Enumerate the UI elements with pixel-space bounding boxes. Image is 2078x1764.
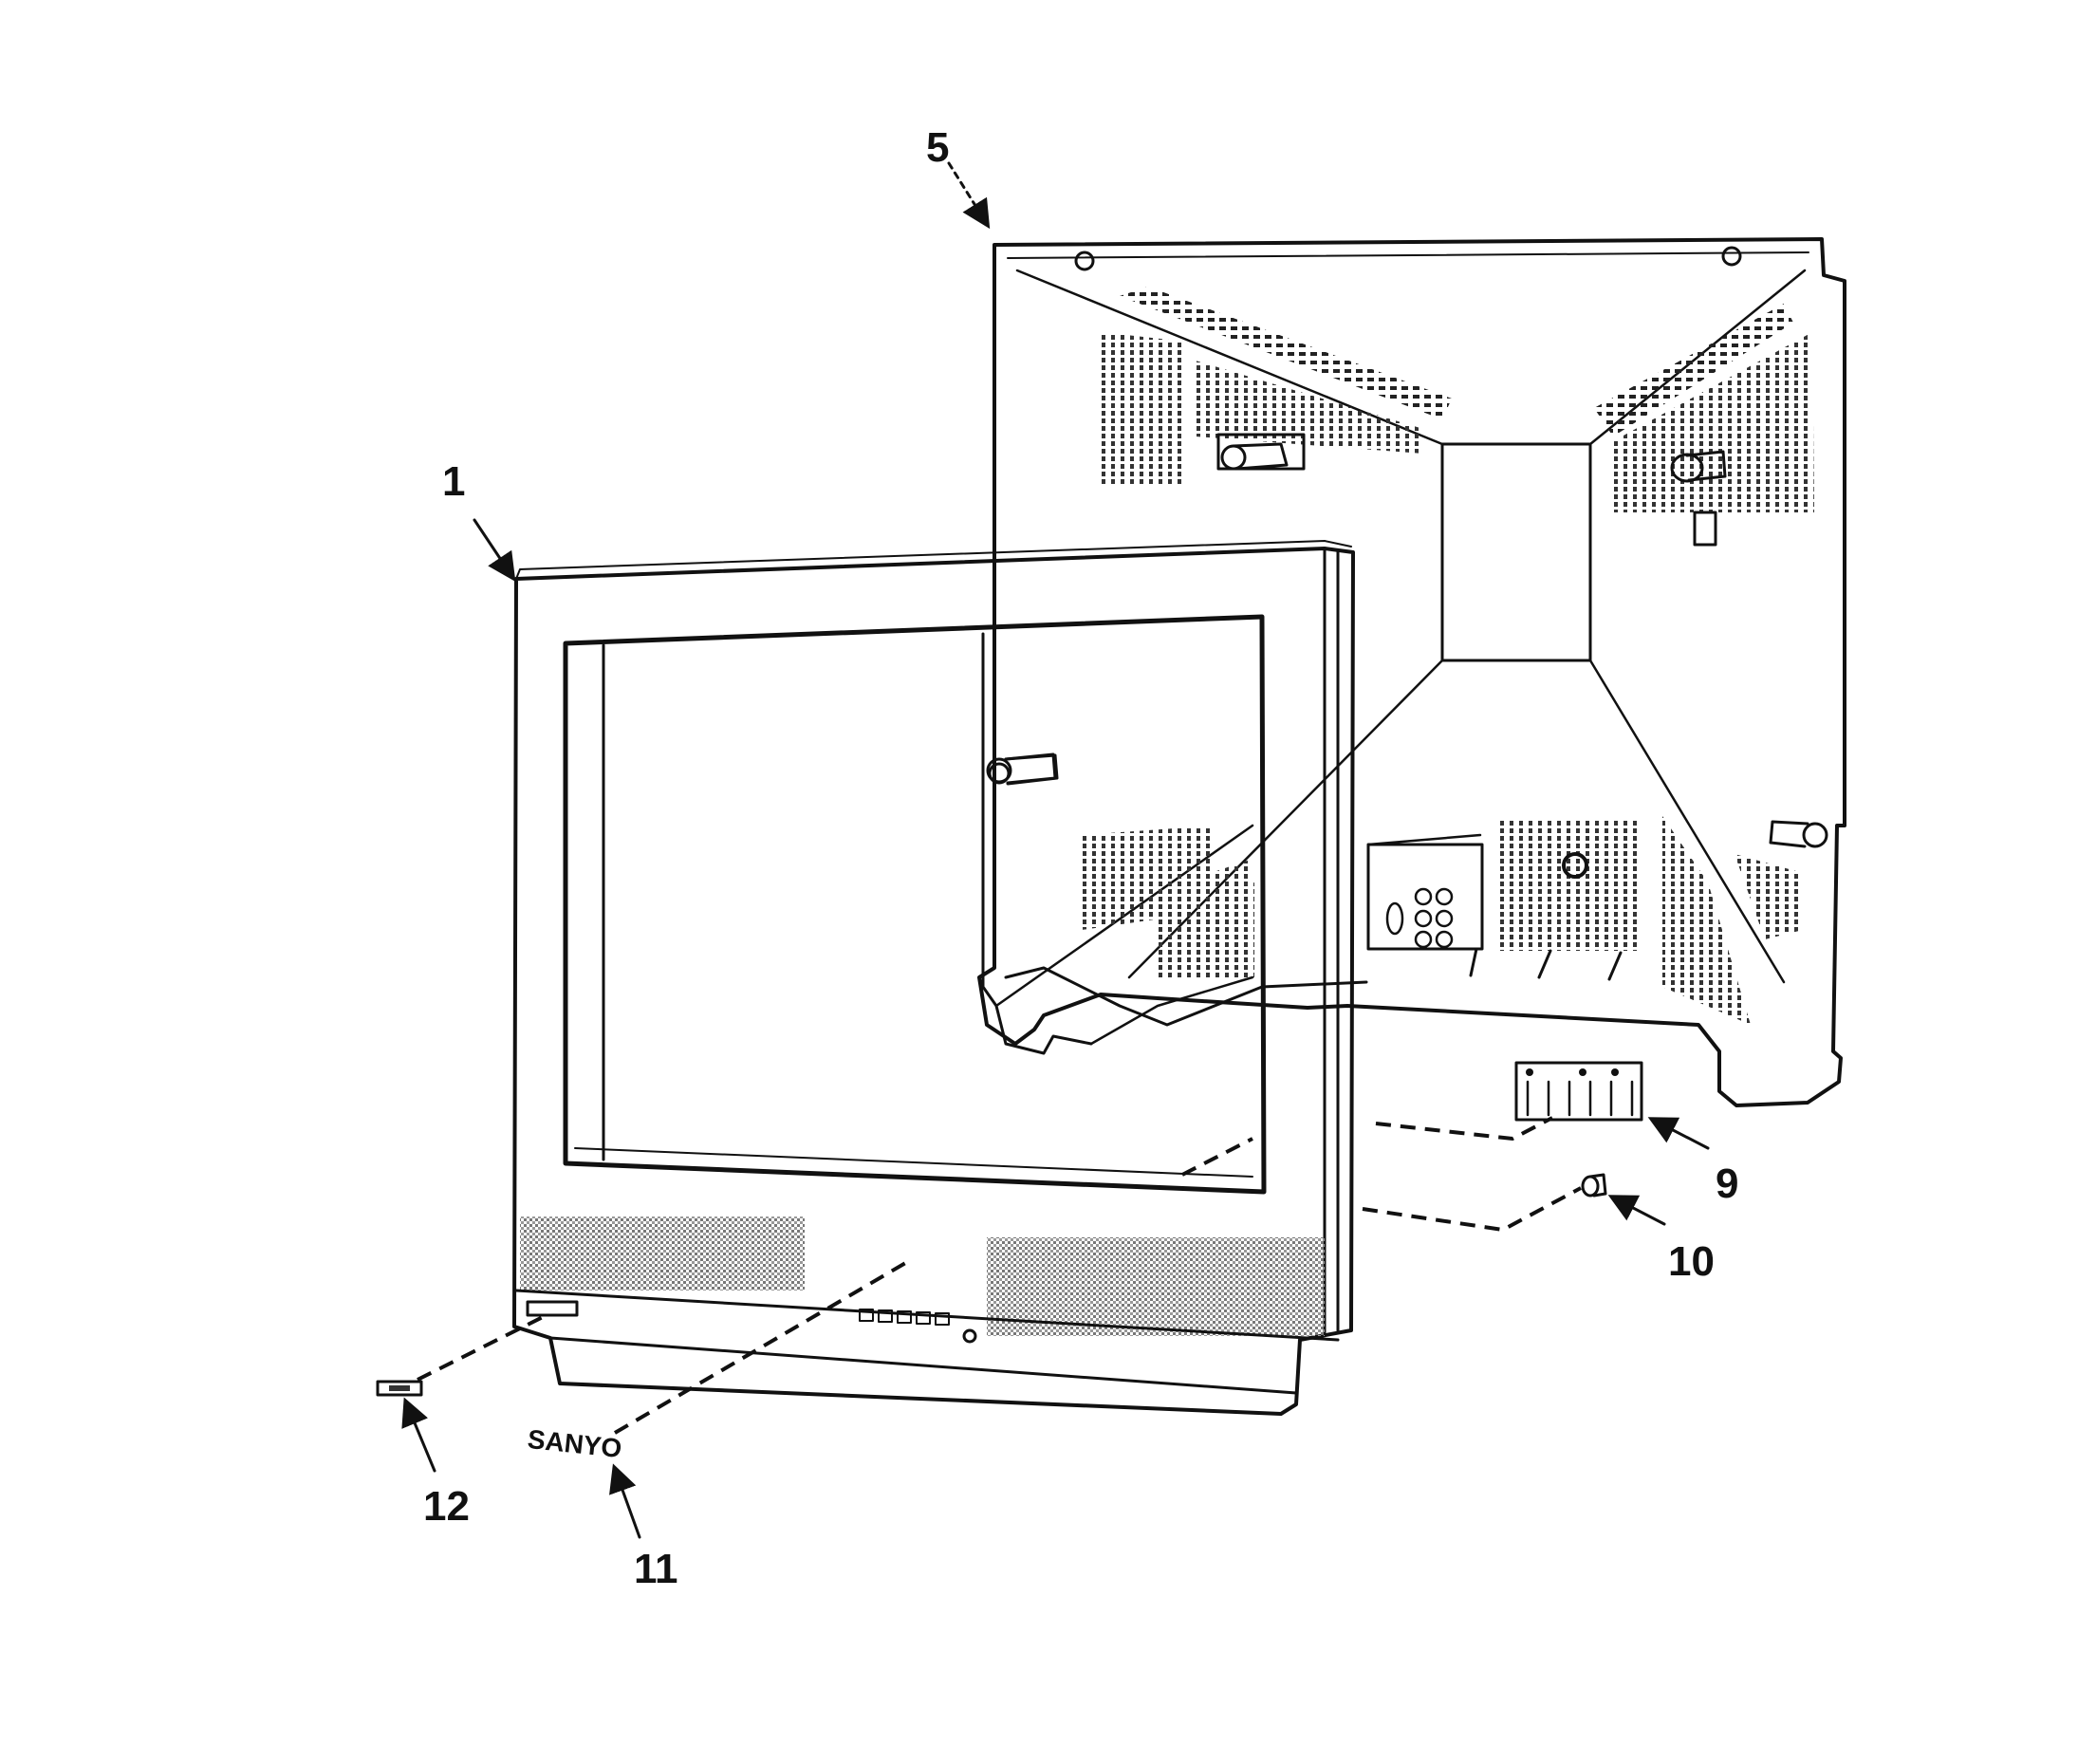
callout-1: 1 — [442, 458, 465, 505]
callout-11: 11 — [634, 1546, 678, 1592]
boss-right — [1670, 450, 1727, 547]
screw — [1581, 1173, 1607, 1198]
control-buttons — [859, 1309, 977, 1344]
boss-lower-right — [1769, 820, 1828, 848]
callout-5: 5 — [926, 124, 949, 171]
assembly-line-11 — [613, 1260, 909, 1435]
front-cabinet — [512, 540, 1355, 1416]
terminal-board — [1514, 1061, 1643, 1122]
assembly-line-front — [1181, 1137, 1253, 1177]
callout-12: 12 — [423, 1483, 470, 1530]
callout-9: 9 — [1716, 1161, 1738, 1207]
assembly-line-9 — [1375, 1116, 1553, 1142]
boss-left — [1216, 433, 1306, 471]
assembly-line-12 — [417, 1313, 547, 1382]
assembly-line-10 — [1362, 1186, 1582, 1233]
back-cover — [977, 237, 1846, 1107]
led-lens — [376, 1380, 423, 1397]
logo-badge: SANYO — [527, 1424, 623, 1463]
jacks — [1385, 887, 1454, 949]
callout-10: 10 — [1668, 1238, 1715, 1285]
